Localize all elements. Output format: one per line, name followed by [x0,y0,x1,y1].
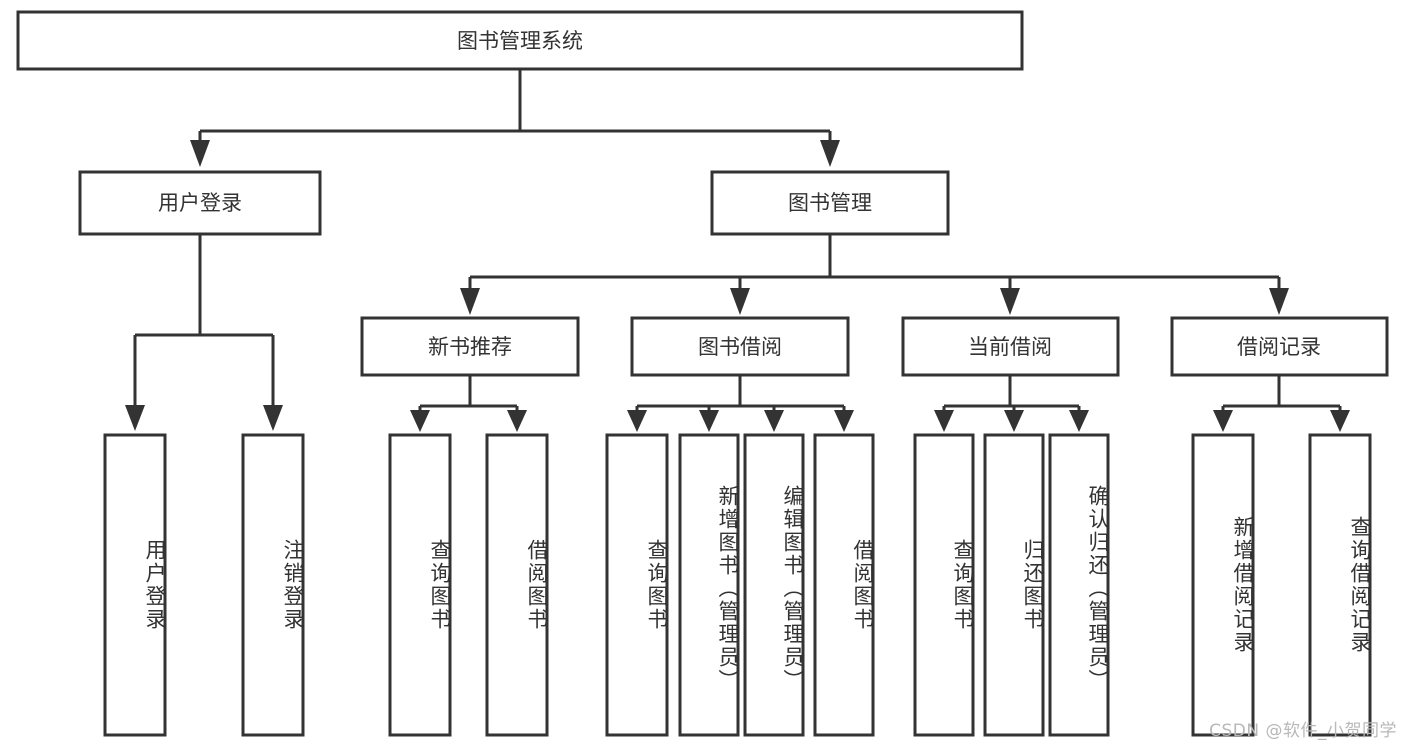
arrow-head-icon [1069,410,1089,432]
leaf-box-add-book[interactable] [678,433,740,737]
csdn-watermark: CSDN @软件_小贺同学 [1209,721,1397,741]
arrow-head-icon [125,405,145,431]
leaf-box-add-record[interactable] [1191,433,1255,737]
arrow-head-icon [934,410,954,432]
arrow-head-icon [1269,288,1289,315]
arrow-head-icon [507,410,527,432]
arrow-head-icon [1000,288,1020,315]
leaf-boxes [103,433,1372,737]
node-current-borrow[interactable]: 当前借阅 [901,316,1120,377]
leaf-box-confirm-return[interactable] [1048,433,1110,737]
connector-currentborrow-to-leaves [934,375,1089,432]
node-current-borrow-label: 当前借阅 [968,335,1052,359]
connector-borrowrecord-to-leaves [1213,375,1350,432]
arrow-head-icon [1004,410,1024,432]
leaf-box-query-record[interactable] [1308,433,1372,737]
leaf-box-borrow-book-2[interactable] [813,433,875,737]
arrow-head-icon [1330,410,1350,432]
node-borrow-record-label: 借阅记录 [1237,335,1321,359]
node-borrow-record[interactable]: 借阅记录 [1170,316,1389,377]
arrow-head-icon [263,405,283,431]
node-new-book-recommend[interactable]: 新书推荐 [360,316,580,377]
arrow-head-icon [627,410,647,432]
arrow-head-icon [460,288,480,315]
connector-newbook-to-leaves [410,375,527,432]
leaf-box-query-book-1[interactable] [388,433,452,737]
node-book-borrow[interactable]: 图书借阅 [630,316,850,377]
arrow-head-icon [730,288,750,315]
node-user-login[interactable]: 用户登录 [78,170,322,236]
leaf-box-query-book-2[interactable] [605,433,669,737]
connector-root-to-level1 [190,69,840,167]
connector-bookmanage-to-level2 [460,234,1289,315]
leaf-box-return-book[interactable] [983,433,1045,737]
node-book-borrow-label: 图书借阅 [698,335,782,359]
arrow-head-icon [190,140,210,167]
arrow-head-icon [1213,410,1233,432]
node-root[interactable]: 图书管理系统 [16,10,1024,71]
arrow-head-icon [764,410,784,432]
leaf-box-query-book-3[interactable] [913,433,975,737]
node-root-label: 图书管理系统 [457,29,583,53]
node-book-manage[interactable]: 图书管理 [710,170,950,236]
node-new-book-recommend-label: 新书推荐 [428,335,512,359]
arrow-head-icon [820,140,840,167]
leaf-box-logout[interactable] [241,433,305,737]
leaf-box-edit-book[interactable] [743,433,805,737]
arrow-head-icon [410,410,430,432]
connector-bookborrow-to-leaves [627,375,854,432]
connector-userlogin-to-leaves [125,234,283,431]
arrow-head-icon [699,410,719,432]
leaf-box-user-login[interactable] [103,433,167,737]
node-user-login-label: 用户登录 [158,191,242,215]
leaf-box-borrow-book-1[interactable] [485,433,549,737]
arrow-head-icon [834,410,854,432]
node-book-manage-label: 图书管理 [788,191,872,215]
